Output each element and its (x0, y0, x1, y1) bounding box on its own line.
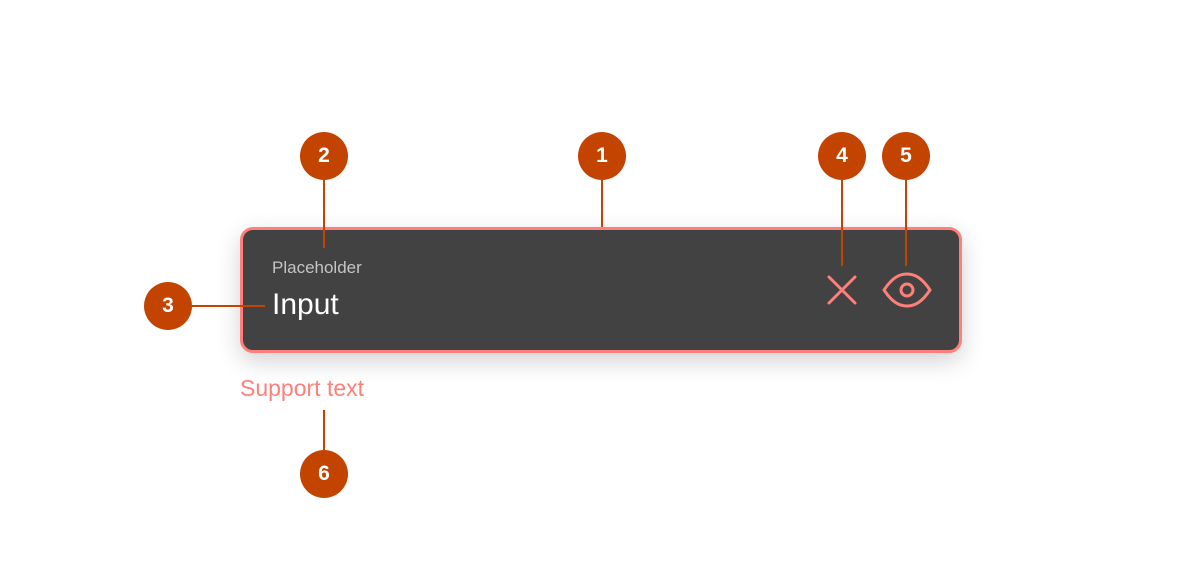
callout-line-2 (323, 180, 325, 248)
marker-6: 6 (300, 450, 348, 498)
marker-5: 5 (882, 132, 930, 180)
text-input-field[interactable]: Placeholder Input (240, 227, 962, 353)
callout-line-4 (841, 180, 843, 266)
marker-1: 1 (578, 132, 626, 180)
field-label: Placeholder (272, 258, 362, 277)
field-value[interactable]: Input (272, 288, 339, 321)
callout-line-6 (323, 410, 325, 450)
callout-line-3 (192, 305, 265, 307)
marker-4: 4 (818, 132, 866, 180)
eye-icon[interactable] (882, 272, 932, 308)
marker-2: 2 (300, 132, 348, 180)
callout-line-1 (601, 180, 603, 227)
marker-3: 3 (144, 282, 192, 330)
callout-line-5 (905, 180, 907, 266)
support-text: Support text (240, 375, 365, 401)
close-icon[interactable] (826, 274, 858, 306)
